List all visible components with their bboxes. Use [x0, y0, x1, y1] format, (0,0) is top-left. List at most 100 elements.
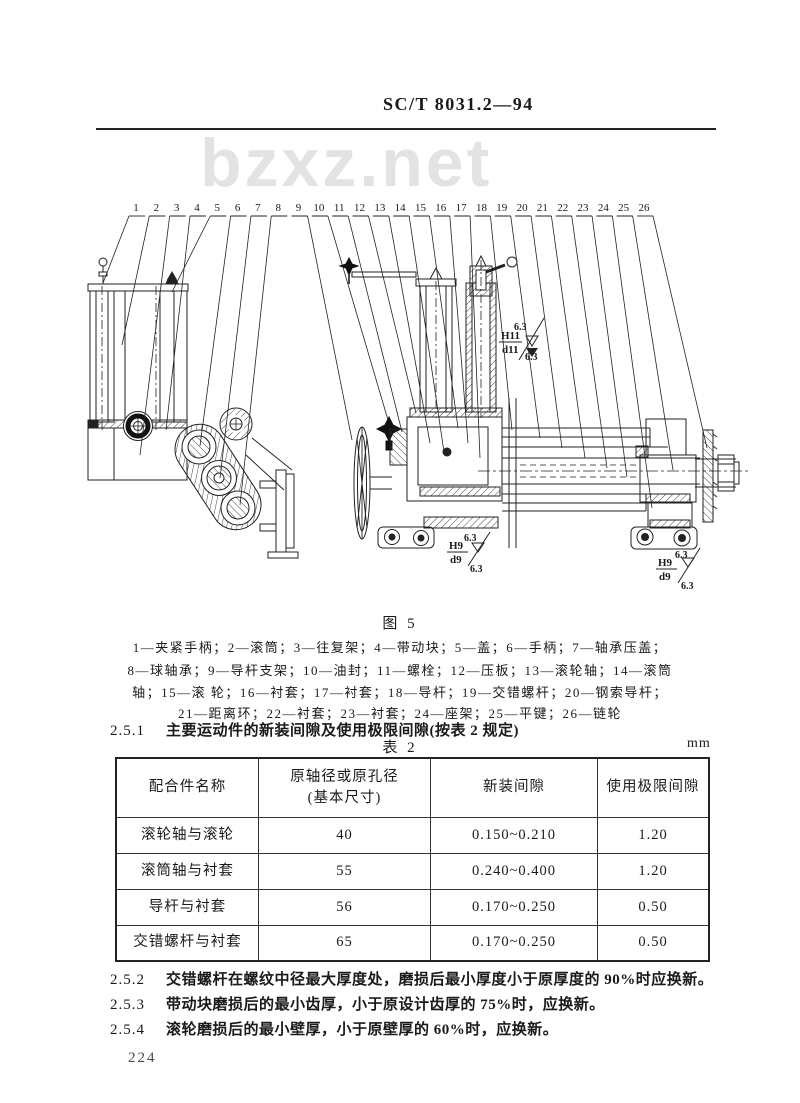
table-cell: 0.170~0.250 [431, 890, 598, 926]
table-cell: 滚筒轴与衬套 [117, 854, 259, 890]
table-cell: 65 [259, 926, 431, 960]
clause-2-5-1: 2.5.1 主要运动件的新装间隙及使用极限间隙(按表 2 规定) [110, 719, 519, 740]
fit-annotation-center: 6.3 H9 d9 6.3 [447, 531, 491, 575]
part-number-label: 25 [618, 202, 630, 214]
leader-line [307, 215, 353, 441]
table-label: 表 2 [382, 740, 418, 756]
table-cell: 交错螺杆与衬套 [117, 926, 259, 960]
figure-caption-line: 8—球轴承；9—导杆支架；10—油封；11—螺栓；12—压板；13—滚轮轴；14… [127, 663, 673, 678]
part-number-label: 2 [154, 202, 160, 214]
fit-annotation-top: H11 d11 6.3 6.3 [499, 317, 545, 363]
leader-line [139, 215, 171, 456]
part-number-label: 12 [354, 202, 365, 214]
figure-label: 图 5 [382, 616, 418, 632]
part-number-label: 18 [476, 202, 488, 214]
clause-number: 2.5.2 [110, 972, 145, 988]
part-number-label: 17 [456, 202, 468, 214]
figure-5-drawing: H11 d11 6.3 6.3 6.3 H9 d9 6.3 6.3 H9 d9 … [87, 202, 748, 592]
part-number-label: 16 [435, 202, 447, 214]
leader-line [632, 215, 674, 471]
watermark-text: bzxz.net [200, 125, 493, 201]
leader-line [171, 215, 211, 293]
fit-label: d11 [502, 344, 519, 356]
table-cell: 0.240~0.400 [431, 854, 598, 890]
leader-line [388, 215, 431, 444]
roughness-value: 6.3 [525, 352, 538, 363]
clause-number: 2.5.4 [110, 1022, 145, 1038]
table-cell: 1.20 [598, 818, 708, 854]
leader-line [199, 215, 231, 447]
clause-text: 滚轮磨损后的最小壁厚，小于原壁厚的 60%时，应换新。 [166, 1022, 559, 1038]
leader-line [327, 215, 389, 421]
table-unit: mm [687, 736, 711, 751]
standard-code: SC/T 8031.2—94 [383, 94, 534, 114]
roller-shaft [478, 398, 748, 548]
leader-line [652, 215, 708, 449]
leader-line [530, 215, 563, 449]
leader-line [611, 215, 653, 509]
part-number-label: 19 [496, 202, 508, 214]
sprocket [695, 429, 740, 523]
table-cell: 56 [259, 890, 431, 926]
header-rule [96, 128, 716, 130]
part-number-label: 1 [133, 202, 139, 214]
leader-line [239, 215, 272, 506]
figure-caption-line: 1—夹紧手柄；2—滚筒；3—往复架；4—带动块；5—盖；6—手柄；7—轴承压盖； [132, 640, 668, 655]
leader-line [551, 215, 586, 459]
figure-caption-line: 轴；15—滚 轮；16—衬套；17—衬套；18—导杆；19—交错螺杆；20—钢索… [132, 685, 668, 700]
fit-annotation-right: 6.3 H9 d9 6.3 [656, 547, 701, 592]
leader-line [469, 215, 481, 459]
part-number-label: 9 [296, 202, 302, 214]
part-number-label: 7 [255, 202, 261, 214]
clamp-knob [338, 256, 403, 451]
leader-line [368, 215, 417, 414]
leader-line [429, 215, 459, 429]
fit-label: H9 [449, 540, 464, 552]
table-cell: 40 [259, 818, 431, 854]
part-number-label: 21 [537, 202, 548, 214]
roller-block [174, 407, 299, 559]
leader-line [591, 215, 628, 478]
figure-caption-line: 21—距离环；22—衬套；23—衬套；24—座架；25—平键；26—链轮 [177, 706, 622, 721]
page-number: 224 [128, 1050, 157, 1066]
leader-line [490, 215, 513, 431]
leader-line [165, 215, 191, 431]
roughness-value: 6.3 [470, 564, 483, 575]
carriage-housing [377, 407, 503, 549]
center-drum [351, 266, 457, 418]
leader-line [219, 215, 252, 479]
fit-label: d9 [450, 554, 462, 566]
clause-text: 带动块磨损后的最小齿厚，小于原设计齿厚的 75%时，应换新。 [166, 997, 605, 1013]
clause-text: 主要运动件的新装间隙及使用极限间隙(按表 2 规定) [166, 723, 519, 739]
part-number-label: 23 [578, 202, 590, 214]
clause-number: 2.5.1 [110, 723, 145, 739]
part-number-label: 22 [557, 202, 568, 214]
table-cell: 55 [259, 854, 431, 890]
right-bearing [630, 418, 698, 550]
table-cell: 1.20 [598, 854, 708, 890]
fit-label: H11 [501, 330, 520, 342]
part-number-label: 26 [639, 202, 651, 214]
part-number-label: 6 [235, 202, 241, 214]
leader-line [121, 215, 150, 346]
table-cell: 0.50 [598, 890, 708, 926]
fit-label: H9 [658, 557, 673, 569]
table-header-limit: 使用极限间隙 [598, 759, 708, 818]
part-number-label: 4 [194, 202, 200, 214]
leader-line [571, 215, 608, 469]
table-cell: 0.170~0.250 [431, 926, 598, 960]
part-number-label: 14 [395, 202, 407, 214]
table-header-size-line1: 原轴径或原孔径 [290, 768, 399, 785]
part-number-label: 11 [334, 202, 345, 214]
part-number-label: 13 [374, 202, 386, 214]
leader-line [408, 215, 445, 453]
table-header-size: 原轴径或原孔径 (基本尺寸) [259, 759, 431, 818]
leader-line [449, 215, 469, 444]
leader-line [510, 215, 541, 439]
table-cell: 滚轮轴与滚轮 [117, 818, 259, 854]
table-cell: 0.50 [638, 934, 668, 951]
